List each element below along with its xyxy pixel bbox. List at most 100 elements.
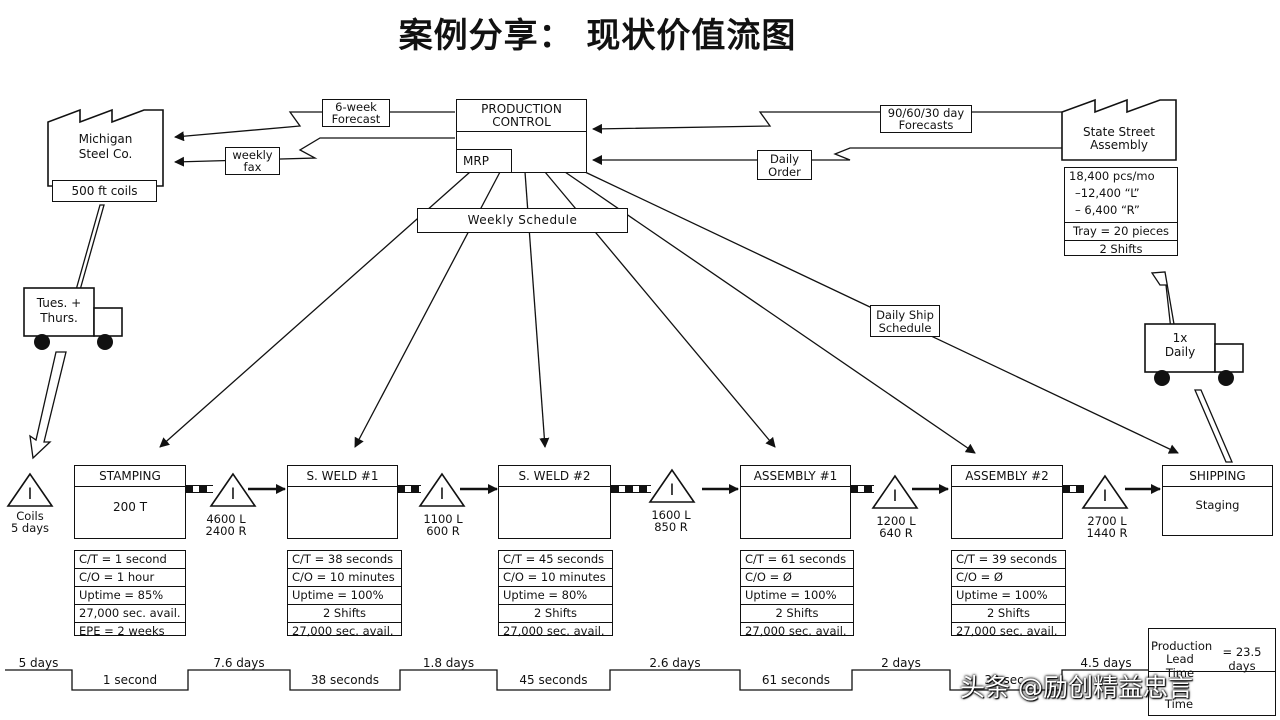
data-cell: Uptime = 100% [952, 587, 1065, 605]
timeline-process-4: 61 seconds [761, 673, 831, 687]
forecast-6-week-label: 6-week Forecast [322, 99, 390, 127]
lead-time-label-2: Lead Time [1165, 652, 1195, 680]
inventory-triangle-icon [6, 472, 54, 507]
data-cell: Uptime = 80% [499, 587, 612, 605]
supplier-name-1: Michigan [78, 132, 133, 146]
mrp-box: MRP [457, 149, 512, 172]
customer-truck-label-1: 1x [1172, 331, 1188, 345]
supplier-material-box: 500 ft coils [52, 180, 157, 202]
data-cell: 2 Shifts [499, 605, 612, 623]
lead-time-box: Production Lead Time = 23.5 days Time [1148, 628, 1276, 716]
inventory-label-4b: 850 R [654, 520, 688, 534]
process-name: ASSEMBLY #1 [741, 466, 850, 487]
timeline-process-2: 38 seconds [310, 673, 380, 687]
inventory-triangle-icon [209, 472, 257, 507]
lead-time-divider [1149, 671, 1275, 672]
electronic-flow-forecast-supplier [174, 111, 455, 142]
inventory-i-6: I [1102, 486, 1108, 505]
data-cell: C/T = 38 seconds [288, 551, 401, 569]
timeline-wait-4: 2.6 days [649, 656, 701, 670]
data-cell: 27,000 sec. avail. [745, 624, 847, 638]
timeline-wait-6: 4.5 days [1080, 656, 1132, 670]
data-box-weld2: C/T = 45 seconds C/O = 10 minutes Uptime… [498, 550, 613, 638]
daily-order-label: Daily Order [757, 150, 812, 180]
forecast-90-1: 90/60/30 day [887, 106, 965, 120]
push-stripe [1062, 485, 1084, 493]
push-stripe [397, 485, 421, 493]
data-box-assembly2: C/T = 39 seconds C/O = Ø Uptime = 100% 2… [951, 550, 1066, 638]
production-control-header: PRODUCTION CONTROL [457, 100, 586, 132]
shipment-arrow-truck-plant [29, 351, 67, 460]
inventory-label-3: 1100 L [423, 512, 463, 526]
data-cell: 27,000 sec. avail. [503, 624, 605, 638]
weekly-fax-2: fax [243, 160, 262, 174]
data-cell: 27,000 sec. avail. [956, 624, 1058, 638]
data-cell: C/T = 45 seconds [499, 551, 612, 569]
data-cell: Uptime = 85% [75, 587, 185, 605]
supplier-factory-icon [47, 108, 164, 187]
customer-tray: Tray = 20 pieces [1065, 223, 1177, 241]
supplier-truck-icon [23, 287, 123, 350]
inventory-i-1: I [27, 484, 33, 503]
inventory-i-2: I [230, 484, 236, 503]
data-cell: Uptime = 100% [741, 587, 853, 605]
data-cell: 27,000 sec. avail. [292, 624, 394, 638]
data-box-assembly1: C/T = 61 seconds C/O = Ø Uptime = 100% 2… [740, 550, 854, 638]
process-name: S. WELD #2 [499, 466, 610, 487]
process-name: ASSEMBLY #2 [952, 466, 1062, 487]
daily-ship-1: Daily Ship [876, 308, 934, 322]
supplier-truck-label-1: Tues. + [36, 296, 82, 310]
timeline-process-1: 1 second [102, 673, 158, 687]
schedule-line-assembly2 [564, 171, 976, 454]
inventory-label-2: 4600 L [206, 512, 246, 526]
customer-demand: 18,400 pcs/mo –12,400 “L” – 6,400 “R” [1065, 168, 1177, 223]
inventory-label-1b: 5 days [10, 521, 50, 535]
weekly-schedule-label: Weekly Schedule [417, 208, 628, 233]
process-box-assembly2: ASSEMBLY #2 [951, 465, 1063, 539]
data-cell: C/O = Ø [741, 569, 853, 587]
data-box-weld1: C/T = 38 seconds C/O = 10 minutes Uptime… [287, 550, 402, 638]
data-cell: C/O = 1 hour [75, 569, 185, 587]
forecast-90-label: 90/60/30 day Forecasts [880, 105, 972, 133]
timeline-wait-3: 1.8 days [422, 656, 475, 670]
electronic-flow-order-customer [592, 147, 1062, 165]
data-box-stamping: C/T = 1 second C/O = 1 hour Uptime = 85%… [74, 550, 186, 638]
weekly-fax-1: weekly [232, 148, 273, 162]
push-stripe [611, 485, 651, 493]
timeline-process-3: 45 seconds [519, 673, 588, 687]
inventory-i-3: I [439, 484, 445, 503]
inventory-label-3b: 600 R [426, 524, 460, 538]
inventory-label-5: 1200 L [876, 514, 916, 528]
inventory-label-2b: 2400 R [205, 524, 247, 538]
customer-factory-icon [1061, 98, 1177, 161]
customer-data-box: 18,400 pcs/mo –12,400 “L” – 6,400 “R” Tr… [1064, 167, 1178, 256]
production-control-box: PRODUCTION CONTROL MRP [456, 99, 587, 173]
shipment-arrow-customer-truck [1150, 271, 1176, 331]
push-stripe [850, 485, 874, 493]
data-cell: C/T = 61 seconds [741, 551, 853, 569]
electronic-flow-fax-supplier [174, 137, 455, 167]
process-name: STAMPING [75, 466, 185, 487]
daily-order-2: Order [768, 165, 801, 179]
inventory-triangle-icon [648, 468, 696, 503]
inventory-triangle-icon [418, 472, 466, 507]
customer-truck-label-2: Daily [1164, 345, 1196, 359]
data-cell: C/O = 10 minutes [499, 569, 612, 587]
inventory-label-6b: 1440 R [1086, 526, 1128, 540]
production-control-title-1: PRODUCTION [481, 102, 562, 116]
daily-order-1: Daily [769, 152, 800, 166]
inventory-i-5: I [892, 486, 898, 505]
customer-demand-total: 18,400 pcs/mo [1069, 169, 1155, 183]
mrp-label: MRP [463, 154, 489, 168]
customer-shifts: 2 Shifts [1099, 242, 1143, 256]
process-detail: Staging [1195, 498, 1240, 512]
supplier-name-2: Steel Co. [78, 147, 133, 161]
forecast-6-week-1: 6-week [335, 100, 377, 114]
customer-name-2: Assembly [1090, 138, 1148, 152]
data-cell: Uptime = 100% [288, 587, 401, 605]
lead-time-value: = 23.5 days [1222, 645, 1262, 673]
inventory-label-5b: 640 R [879, 526, 913, 540]
data-cell: 2 Shifts [952, 605, 1065, 623]
electronic-flow-forecast-customer [592, 111, 1062, 134]
